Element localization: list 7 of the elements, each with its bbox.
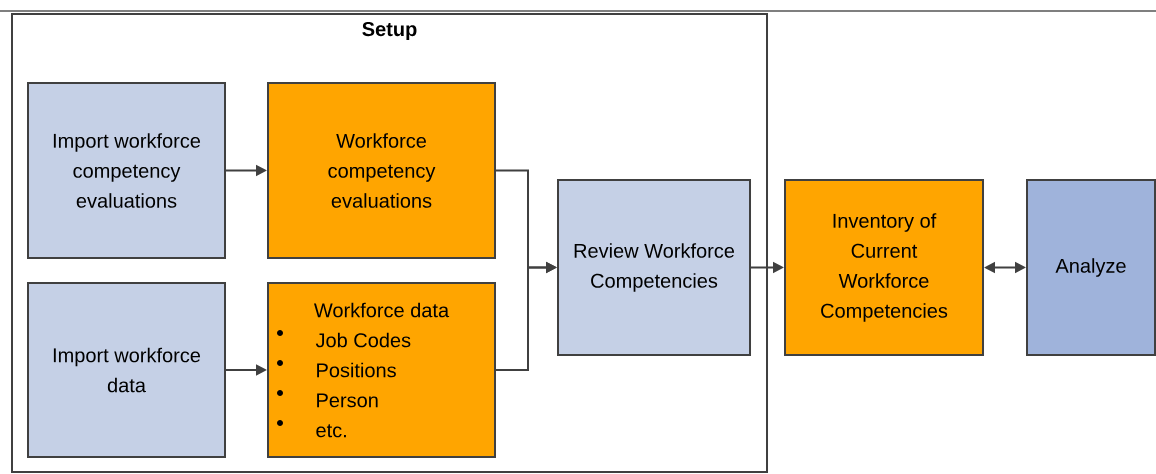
process-box: Import workforce data	[27, 282, 226, 458]
process-box: Workforce competency evaluations	[267, 82, 496, 259]
process-box: Import workforce competency evaluations	[27, 82, 226, 259]
data-box: Workforce data Job Codes Positions Person etc.	[267, 282, 496, 458]
process-box: Review Workforce Competencies	[557, 179, 751, 356]
process-box: Analyze	[1026, 179, 1156, 356]
data-box: Inventory of Current Workforce Competencies	[784, 179, 984, 356]
